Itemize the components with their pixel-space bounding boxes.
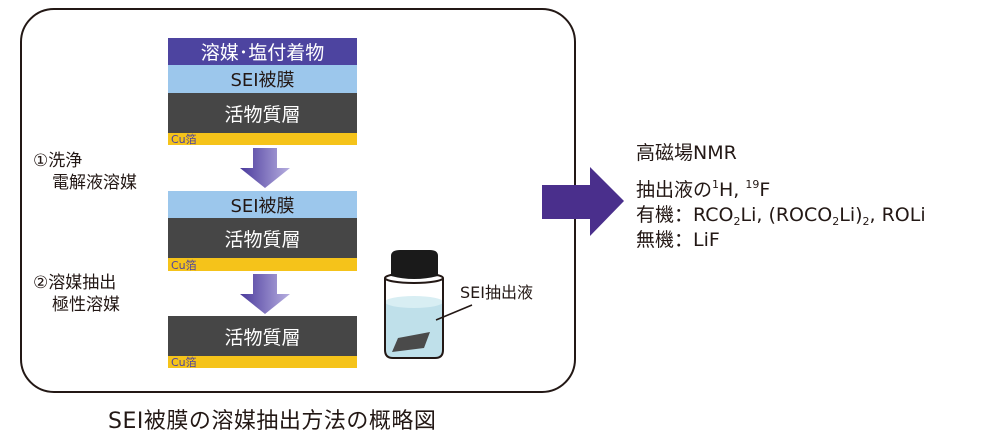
cu-foil-layer: Cu箔 bbox=[168, 133, 357, 146]
active-layer: 活物質層 bbox=[168, 93, 357, 133]
nmr-organic: 有機：RCO2Li, (ROCO2Li)2, ROLi bbox=[636, 203, 926, 227]
active-label: 活物質層 bbox=[224, 103, 301, 126]
deposit-label: 溶媒･塩付着物 bbox=[200, 42, 325, 64]
step-wash-title: ①洗浄 bbox=[33, 151, 83, 171]
formula-part: RCO bbox=[693, 204, 734, 226]
isotope: H, bbox=[719, 179, 746, 201]
formula-part: Li) bbox=[839, 204, 863, 226]
formula-part: , ROLi bbox=[869, 204, 926, 226]
right-arrow-icon bbox=[542, 167, 624, 236]
vial-icon bbox=[384, 250, 444, 359]
vial-leader-line bbox=[435, 304, 473, 321]
formula-part: Li, (ROCO bbox=[740, 204, 833, 226]
active-label: 活物質層 bbox=[224, 326, 301, 349]
isotope-mass: 1 bbox=[712, 178, 720, 191]
inorganic-label: 無機： bbox=[636, 229, 694, 251]
cu-foil-label: Cu箔 bbox=[171, 133, 197, 146]
nmr-nuclei: 抽出液の1H, 19F bbox=[636, 178, 770, 202]
cu-foil-label: Cu箔 bbox=[171, 356, 197, 369]
active-layer: 活物質層 bbox=[168, 218, 357, 258]
step-extract-solvent: 極性溶媒 bbox=[52, 295, 120, 315]
down-arrow-icon bbox=[240, 148, 290, 188]
sei-layer: SEI被膜 bbox=[168, 191, 357, 218]
down-arrow-icon bbox=[240, 274, 290, 314]
step-wash-solvent: 電解液溶媒 bbox=[52, 173, 137, 193]
inorganic-value: LiF bbox=[693, 229, 720, 251]
nmr-title: 高磁場NMR bbox=[636, 142, 737, 164]
isotope-mass: 19 bbox=[745, 178, 760, 191]
active-label: 活物質層 bbox=[224, 228, 301, 251]
figure-caption: SEI被膜の溶媒抽出方法の概略図 bbox=[108, 409, 437, 434]
sei-label: SEI被膜 bbox=[230, 70, 295, 91]
cu-foil-layer: Cu箔 bbox=[168, 356, 357, 369]
cu-foil-layer: Cu箔 bbox=[168, 258, 357, 272]
formula-subscript: 2 bbox=[733, 215, 741, 228]
deposit-layer: 溶媒･塩付着物 bbox=[168, 38, 357, 65]
isotope: F bbox=[759, 179, 771, 201]
nmr-inorganic: 無機：LiF bbox=[636, 228, 720, 252]
active-layer: 活物質層 bbox=[168, 316, 357, 356]
formula-subscript: 2 bbox=[862, 215, 870, 228]
step-wash-label: ①洗浄 電解液溶媒 bbox=[33, 150, 137, 194]
nmr-nuclei-prefix: 抽出液の bbox=[636, 179, 713, 201]
vial-label: SEI抽出液 bbox=[460, 283, 533, 302]
sei-label: SEI被膜 bbox=[230, 195, 295, 217]
organic-label: 有機： bbox=[636, 204, 694, 226]
formula-subscript: 2 bbox=[832, 215, 840, 228]
cu-foil-label: Cu箔 bbox=[171, 258, 197, 272]
step-extract-title: ②溶媒抽出 bbox=[33, 273, 117, 293]
step-extract-label: ②溶媒抽出 極性溶媒 bbox=[33, 272, 120, 316]
sei-layer: SEI被膜 bbox=[168, 65, 357, 93]
